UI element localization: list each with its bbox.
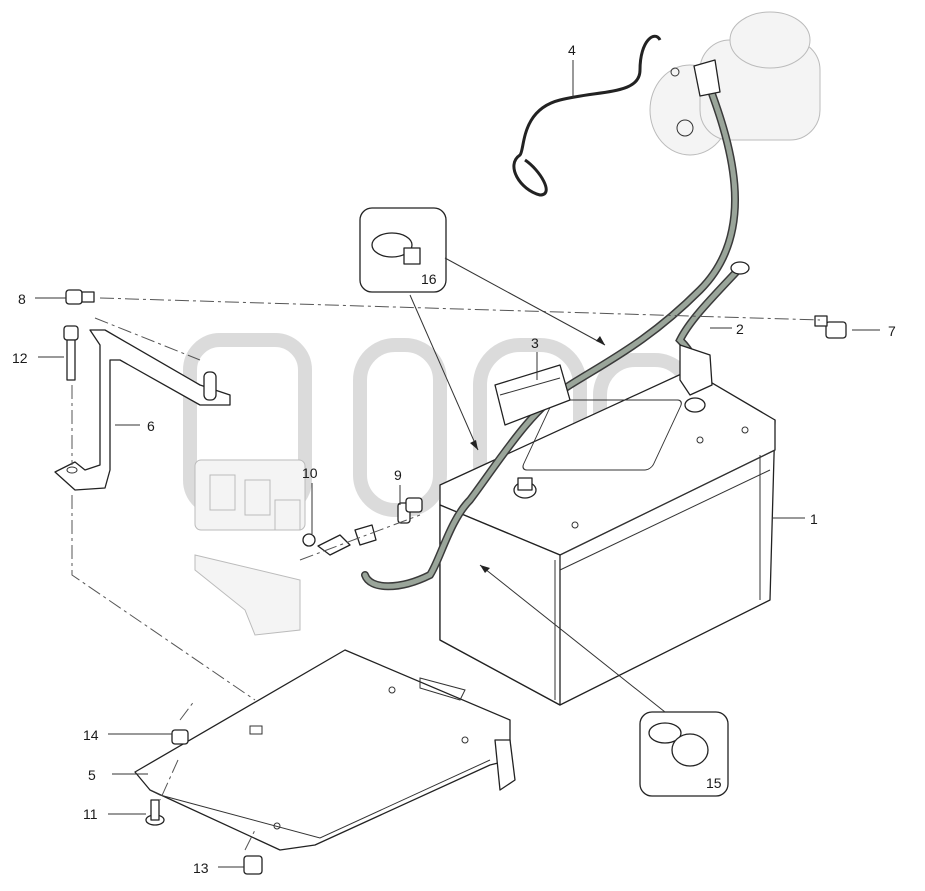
detail-clamp-16	[359, 207, 447, 293]
terminal-cover	[494, 364, 571, 426]
callout-3: 3	[531, 335, 539, 351]
relay-block	[194, 459, 306, 636]
callout-14: 14	[83, 727, 99, 743]
bolt-12	[63, 325, 79, 381]
detail-arrows	[409, 257, 666, 713]
clip-13	[243, 855, 263, 875]
callout-4: 4	[568, 42, 576, 58]
battery-hold-down-bracket	[54, 329, 231, 491]
callout-15: 15	[706, 775, 722, 791]
bolt-7	[814, 315, 847, 339]
callout-labels: 1 2 3 4 5 6 7 8 9 10 11 12 13 14 15 16	[12, 42, 896, 876]
callout-1: 1	[810, 511, 818, 527]
callout-10: 10	[302, 465, 318, 481]
leader-lines	[35, 60, 880, 868]
pin-11	[145, 799, 165, 826]
callout-7: 7	[888, 323, 896, 339]
callout-9: 9	[394, 467, 402, 483]
battery-tray	[134, 649, 516, 851]
detail-cap-15	[639, 711, 729, 797]
callout-8: 8	[18, 291, 26, 307]
harness-wire	[512, 34, 680, 197]
nut-14	[171, 729, 189, 745]
callout-13: 13	[193, 860, 209, 876]
callout-16: 16	[421, 271, 437, 287]
callout-11: 11	[83, 806, 98, 822]
bolt-8	[65, 289, 95, 305]
negative-cable	[675, 261, 750, 396]
bolt-9	[397, 497, 423, 524]
callout-12: 12	[12, 350, 28, 366]
alignment-lines	[71, 297, 821, 851]
starter-motor	[649, 11, 821, 156]
callout-6: 6	[147, 418, 155, 434]
callout-2: 2	[736, 321, 744, 337]
screw-10	[302, 533, 316, 547]
battery	[439, 369, 776, 706]
callout-5: 5	[88, 767, 96, 783]
